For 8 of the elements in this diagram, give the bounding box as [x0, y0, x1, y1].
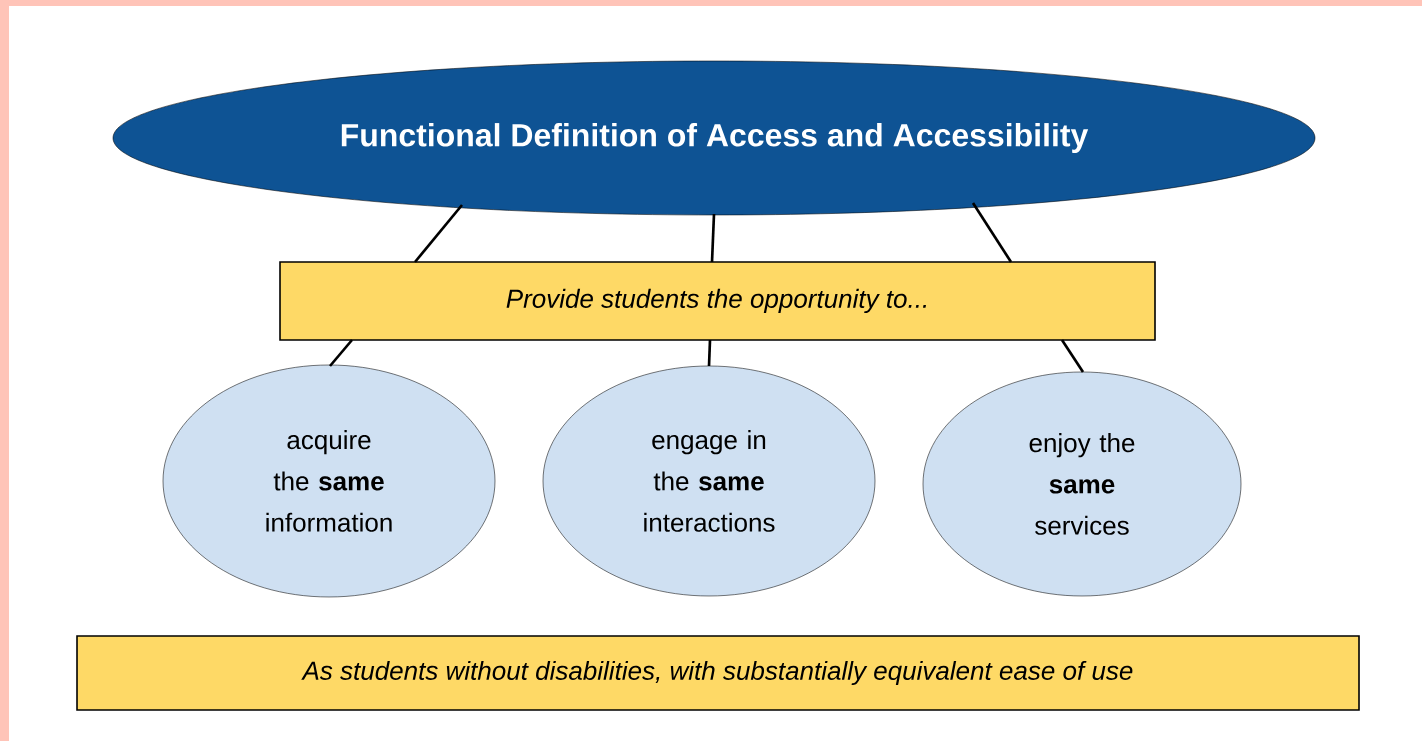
connector-line	[707, 339, 712, 367]
connector-line	[1060, 339, 1085, 373]
banner-box: As students without disabilities, with substantially equivalent ease of use	[76, 635, 1360, 711]
connector-line	[329, 339, 354, 367]
connector-line	[413, 204, 464, 263]
connector-line	[971, 202, 1013, 263]
banner-box: Provide students the opportunity to...	[279, 261, 1156, 341]
connector-line	[710, 213, 716, 263]
